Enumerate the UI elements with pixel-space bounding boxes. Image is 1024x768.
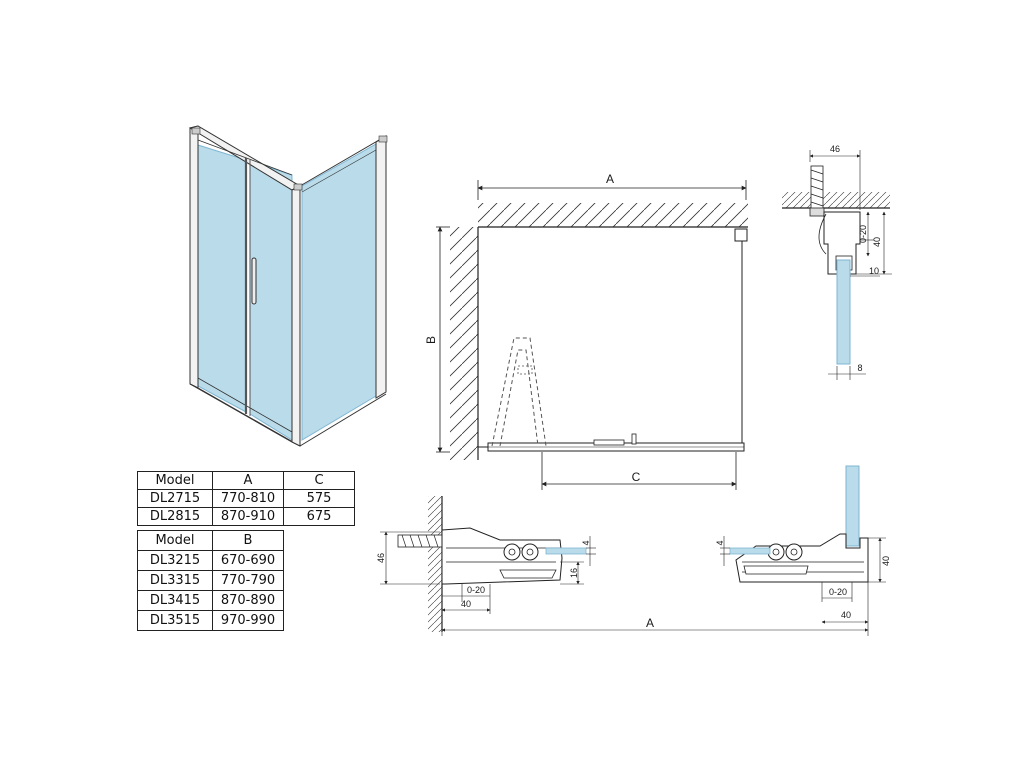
bl-dim-40: 40 — [461, 599, 471, 609]
cell-model: DL3515 — [137, 610, 213, 631]
cell-b: 670-690 — [212, 550, 284, 571]
br-dim-0-20: 0-20 — [829, 587, 847, 597]
frame-post-center — [291, 185, 301, 447]
header-c: C — [283, 471, 355, 490]
dimension-table-b: Model B DL3215 670-690 DL3315 770-790 DL… — [137, 530, 284, 631]
frame-post-left — [189, 125, 199, 389]
top-dim-8: 8 — [857, 363, 862, 373]
table-row: DL3415 870-890 — [137, 590, 284, 611]
cell-model: DL3215 — [137, 550, 213, 571]
cell-c: 675 — [283, 507, 355, 526]
top-profile-detail: 46 0-20 40 10 8 — [782, 144, 892, 380]
cell-b: 870-890 — [212, 590, 284, 611]
cell-model: DL2815 — [137, 507, 213, 526]
dimension-table-a-c: Model A C DL2715 770-810 575 DL2815 870-… — [137, 471, 355, 526]
front-glass-left — [197, 144, 247, 413]
bottom-left-profile-detail: 46 4 16 0-20 40 — [376, 496, 596, 632]
br-dim-40-v: 40 — [881, 556, 891, 566]
table-row: DL2815 870-910 675 — [137, 507, 355, 526]
side-frame-post — [375, 135, 387, 399]
cell-b: 970-990 — [212, 610, 284, 631]
plan-view: A B C — [424, 172, 748, 490]
cell-a: 870-910 — [212, 507, 284, 526]
table-row: DL2715 770-810 575 — [137, 489, 355, 508]
cell-model: DL3415 — [137, 590, 213, 611]
enclosure-3d-view — [188, 125, 388, 447]
top-dim-40: 40 — [872, 237, 882, 247]
table-header-row: Model B — [137, 530, 284, 551]
bl-dim-0-20: 0-20 — [467, 585, 485, 595]
table-header-row: Model A C — [137, 471, 355, 490]
side-glass-panel — [301, 143, 377, 441]
table-row: DL3315 770-790 — [137, 570, 284, 591]
plan-dim-c: C — [632, 470, 641, 484]
overall-dim-a-label: A — [646, 616, 654, 630]
br-dim-4: 4 — [715, 540, 725, 545]
top-dim-10: 10 — [869, 266, 879, 276]
cell-b: 770-790 — [212, 570, 284, 591]
overall-dim-a: A — [441, 616, 869, 636]
bl-dim-46: 46 — [376, 553, 386, 563]
cell-model: DL2715 — [137, 489, 213, 508]
header-model: Model — [137, 471, 213, 490]
bl-dim-4: 4 — [581, 540, 591, 545]
header-model: Model — [137, 530, 213, 551]
top-dim-46: 46 — [830, 144, 840, 154]
top-dim-0-20: 0-20 — [858, 225, 868, 243]
plan-dim-b: B — [424, 336, 438, 344]
bottom-right-profile-detail: 4 40 0-20 40 — [715, 465, 891, 628]
header-b: B — [212, 530, 284, 551]
door-handle — [251, 257, 257, 305]
cell-c: 575 — [283, 489, 355, 508]
plan-dim-a: A — [606, 172, 614, 186]
br-dim-40-h: 40 — [841, 610, 851, 620]
cell-model: DL3315 — [137, 570, 213, 591]
header-a: A — [212, 471, 284, 490]
table-row: DL3215 670-690 — [137, 550, 284, 571]
cell-a: 770-810 — [212, 489, 284, 508]
bl-dim-16: 16 — [569, 568, 579, 578]
table-row: DL3515 970-990 — [137, 610, 284, 631]
